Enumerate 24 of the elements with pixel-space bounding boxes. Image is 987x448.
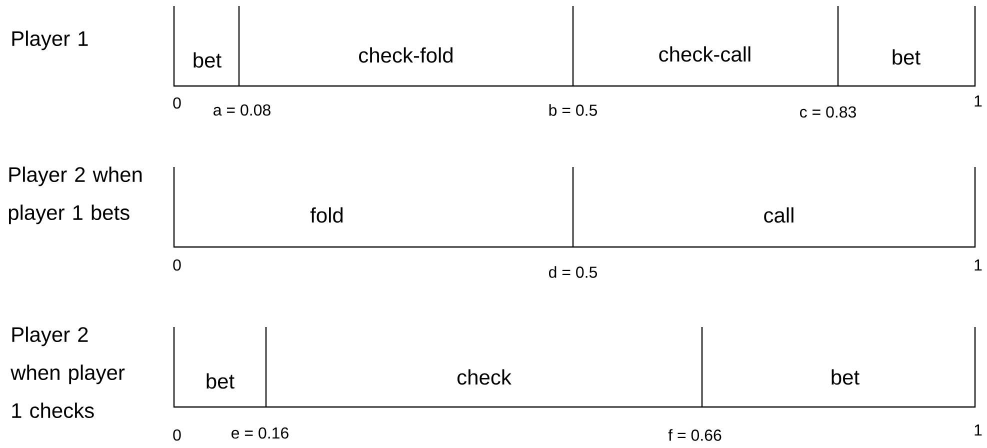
tick-label: f = 0.66 [668,429,722,441]
segment-label: check [457,369,512,385]
row-label: Player 2 when player 1 bets [8,166,142,224]
segment-label: check-fold [359,47,452,63]
tick-label: 1 [974,96,982,106]
tick-label: a = 0.08 [214,104,270,116]
tick-label: 0 [173,429,181,441]
segment-label: bet [832,369,860,385]
row-label: Player 2 when player 1 checks [10,326,125,418]
tick-label: 1 [974,424,982,436]
tick-label: e = 0.16 [232,427,288,439]
tick-label: d = 0.5 [549,266,597,278]
tick-label: c = 0.83 [800,106,856,118]
tick-label: 0 [173,97,181,109]
segment-label: call [764,207,794,223]
segment-label: fold [310,207,343,223]
row-label: Player 1 [12,30,88,50]
segment-label: check-call [659,46,750,62]
tick-label: 1 [974,260,982,270]
tick-label: 0 [173,259,181,271]
segment-label: bet [194,52,222,68]
segment-label: bet [892,49,920,65]
tick-label: b = 0.5 [549,104,597,116]
segment-label: bet [206,373,234,389]
